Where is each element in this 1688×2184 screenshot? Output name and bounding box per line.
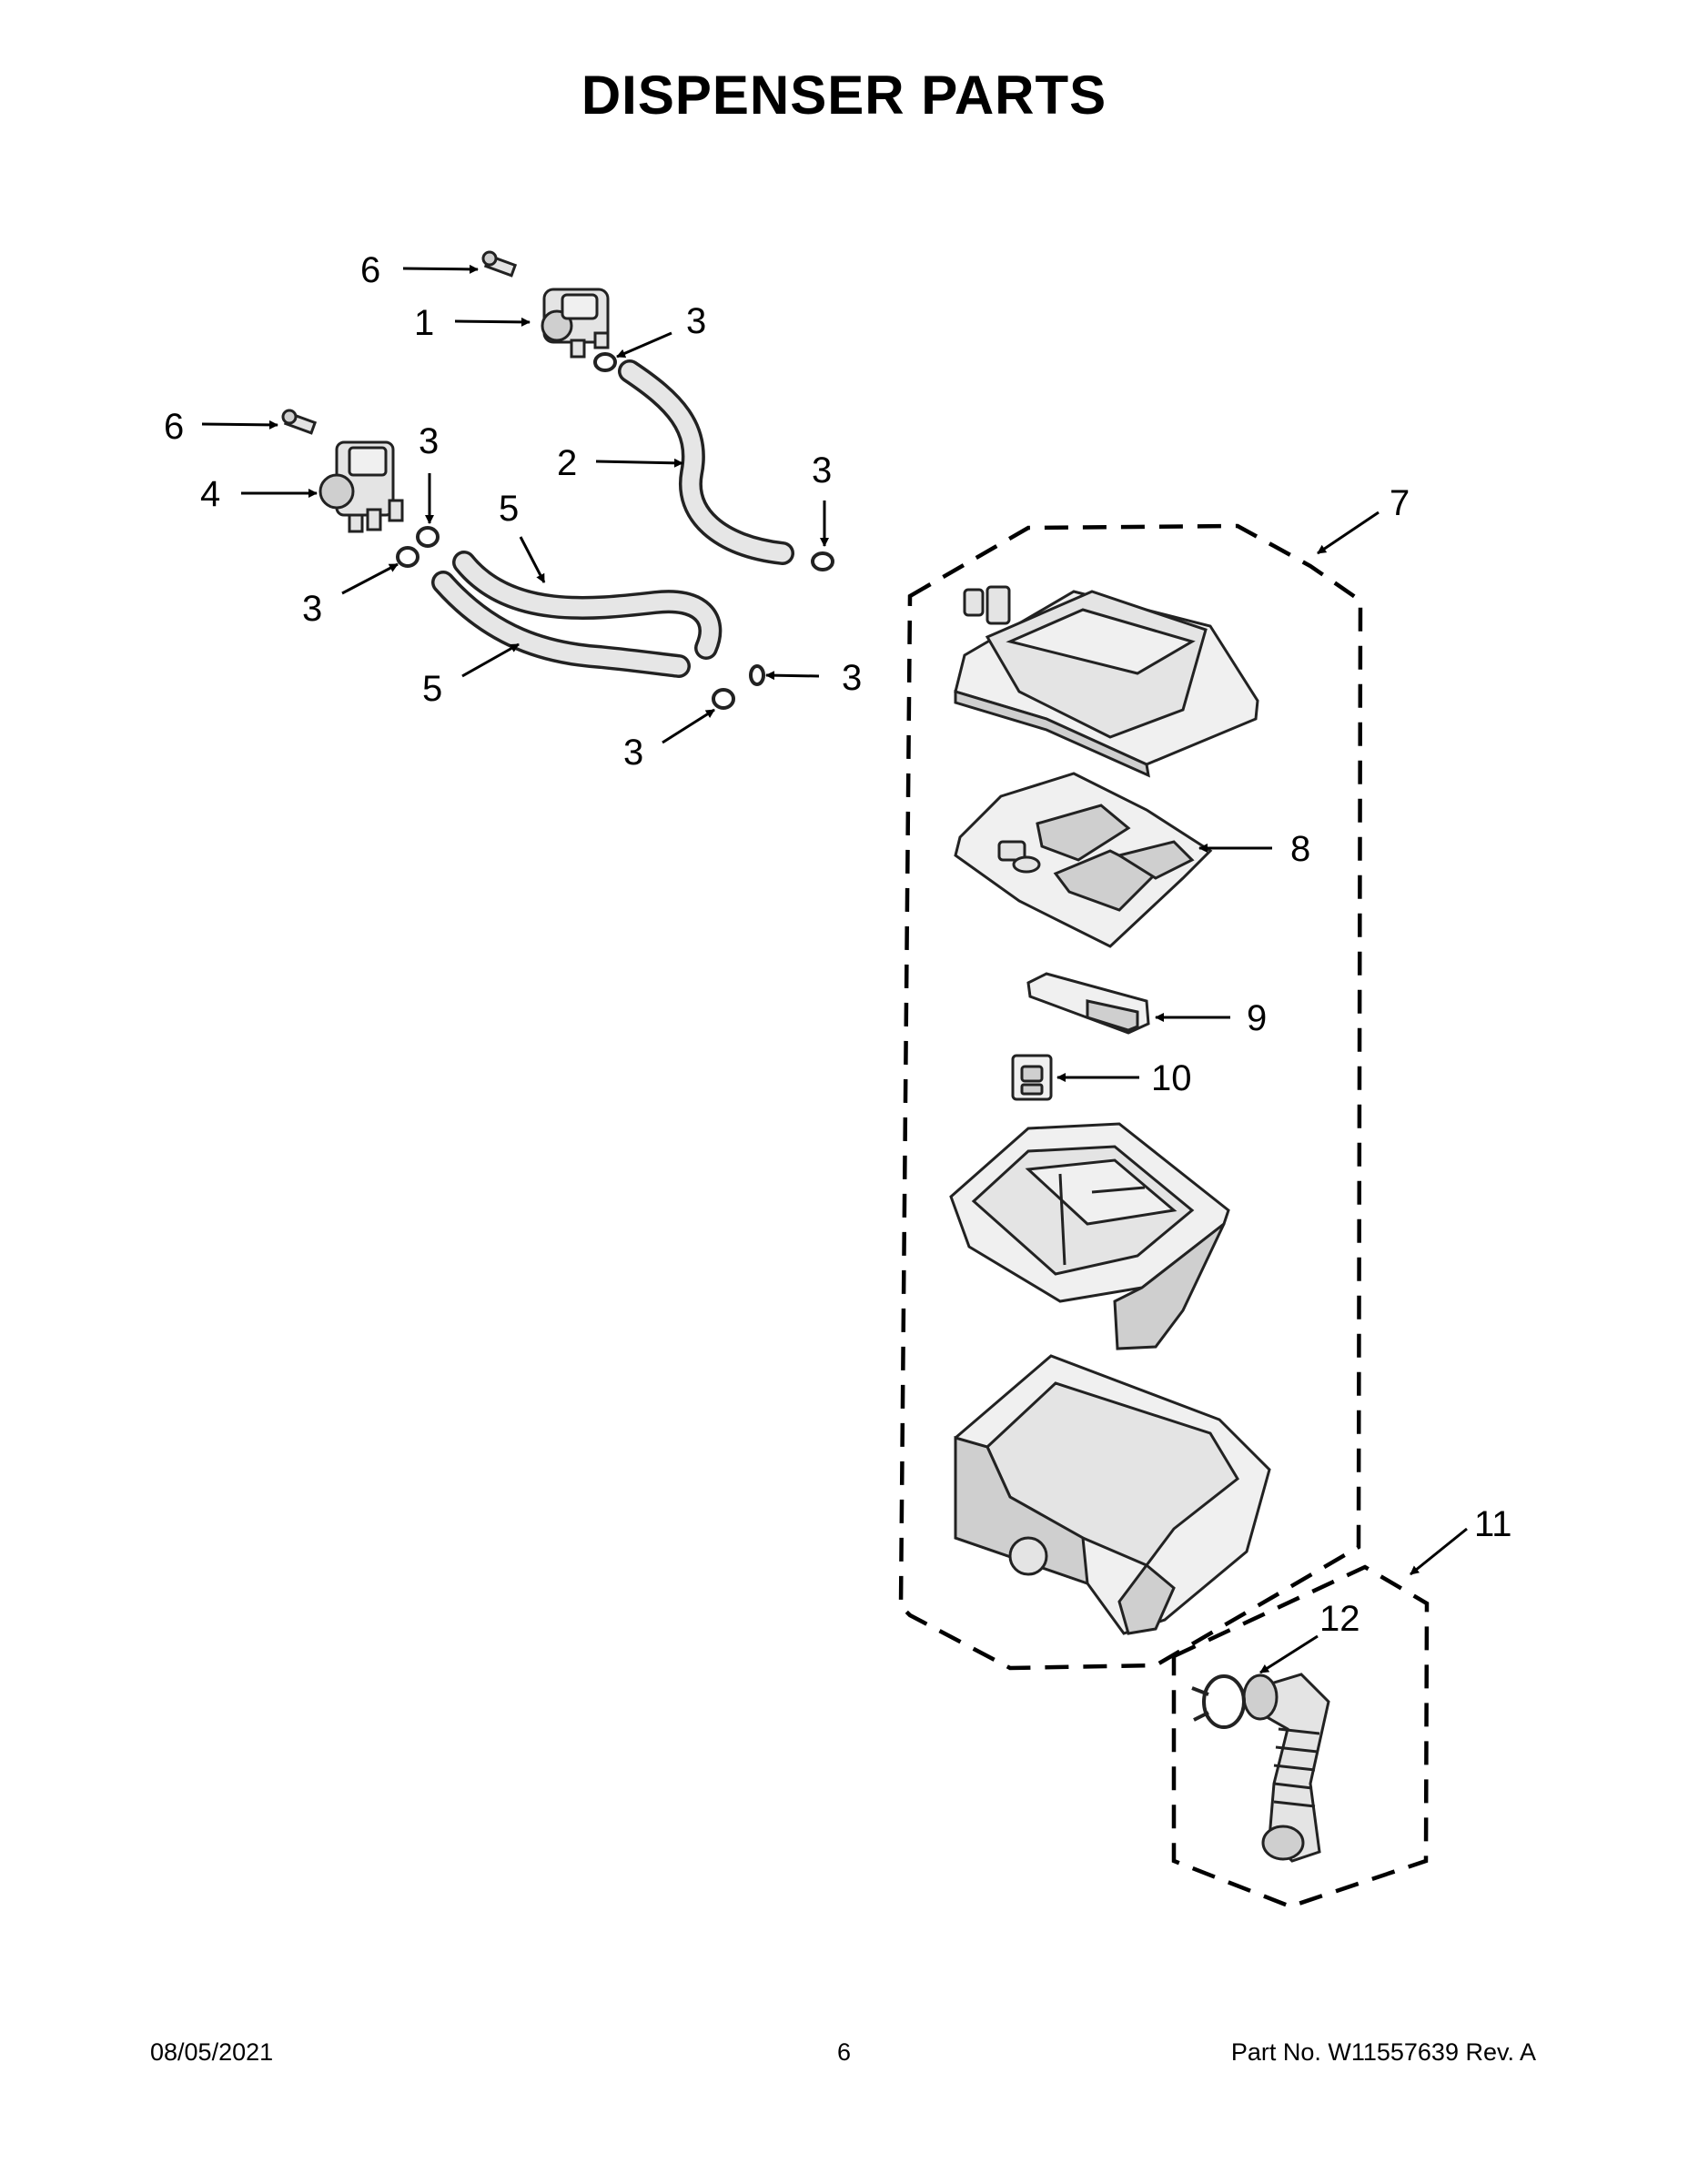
assembly-outline-7 [898, 523, 1363, 1671]
callout-7: 7 [1390, 483, 1410, 523]
callout-3-valve4-left: 3 [302, 589, 322, 629]
valve-icon [541, 288, 610, 359]
cap-icon [1026, 972, 1150, 1035]
assembly-outline-11 [1171, 1564, 1430, 1909]
bellows-icon [1242, 1673, 1330, 1863]
clamp-icon [416, 526, 440, 548]
footer-part-number: Part No. W11557639 Rev. A [1230, 2038, 1536, 2066]
callout-3-hose2-end: 3 [812, 450, 832, 490]
callout-9: 9 [1247, 998, 1267, 1038]
callout-3-bottom: 3 [623, 733, 643, 773]
callout-1: 1 [414, 303, 434, 343]
clamp-icon [1191, 1674, 1246, 1729]
callout-5-upper: 5 [499, 489, 519, 529]
dispenser-housing-icon [954, 1354, 1271, 1635]
footer-page-number: 6 [836, 2038, 852, 2066]
clamp-icon [811, 551, 834, 571]
dispenser-icon [954, 585, 1259, 778]
clamp-icon [712, 688, 735, 710]
callout-12: 12 [1319, 1599, 1360, 1639]
tray-icon [954, 772, 1213, 948]
callout-2: 2 [557, 443, 577, 483]
hose-icon [618, 359, 794, 565]
callout-6-lower: 6 [164, 407, 184, 447]
dispenser-drawer-icon [949, 1122, 1230, 1350]
callout-11: 11 [1474, 1504, 1512, 1544]
callout-8: 8 [1290, 829, 1310, 869]
insert-icon [1011, 1054, 1053, 1101]
hose-icon [452, 551, 723, 660]
clamp-icon [593, 352, 617, 372]
screw-icon [481, 250, 518, 278]
page-title: DISPENSER PARTS [581, 65, 1107, 126]
screw-icon [281, 409, 318, 435]
callout-6-upper: 6 [360, 250, 380, 290]
hose-icon [431, 571, 691, 678]
callout-10: 10 [1151, 1058, 1192, 1098]
callout-4: 4 [200, 474, 220, 514]
leader-arrows [201, 264, 1468, 1674]
valve-icon [318, 440, 404, 533]
footer-date: 08/05/2021 [150, 2038, 274, 2066]
callout-labels: 6 1 3 6 3 2 3 4 5 3 5 3 3 7 8 9 10 11 12 [164, 250, 1512, 1639]
callout-3-valve4-upper: 3 [419, 421, 439, 461]
clamp-icon [396, 546, 419, 568]
callout-5-lower: 5 [422, 669, 442, 709]
callout-3-right: 3 [842, 658, 862, 698]
clamp-icon [749, 664, 765, 686]
callout-3-valve1: 3 [686, 301, 706, 341]
